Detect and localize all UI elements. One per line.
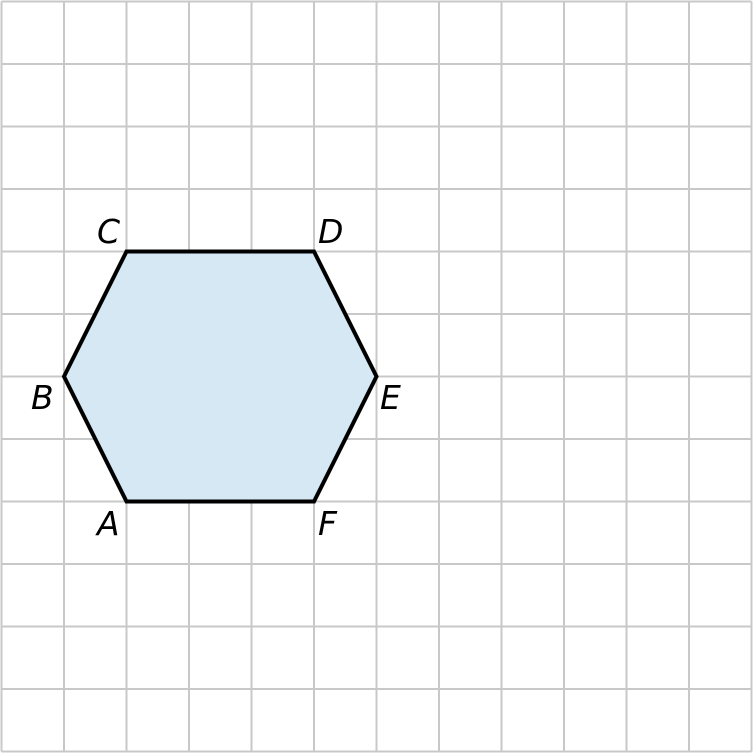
vertex-label-b: B bbox=[31, 378, 54, 417]
hexagon-abcdef bbox=[61, 249, 379, 504]
vertex-label-d: D bbox=[318, 212, 343, 251]
vertex-labels: A B C D E F bbox=[31, 212, 401, 543]
vertex-label-e: E bbox=[380, 378, 401, 417]
vertex-label-f: F bbox=[318, 504, 338, 543]
vertex-label-c: C bbox=[97, 212, 120, 251]
vertex-label-a: A bbox=[95, 504, 120, 543]
